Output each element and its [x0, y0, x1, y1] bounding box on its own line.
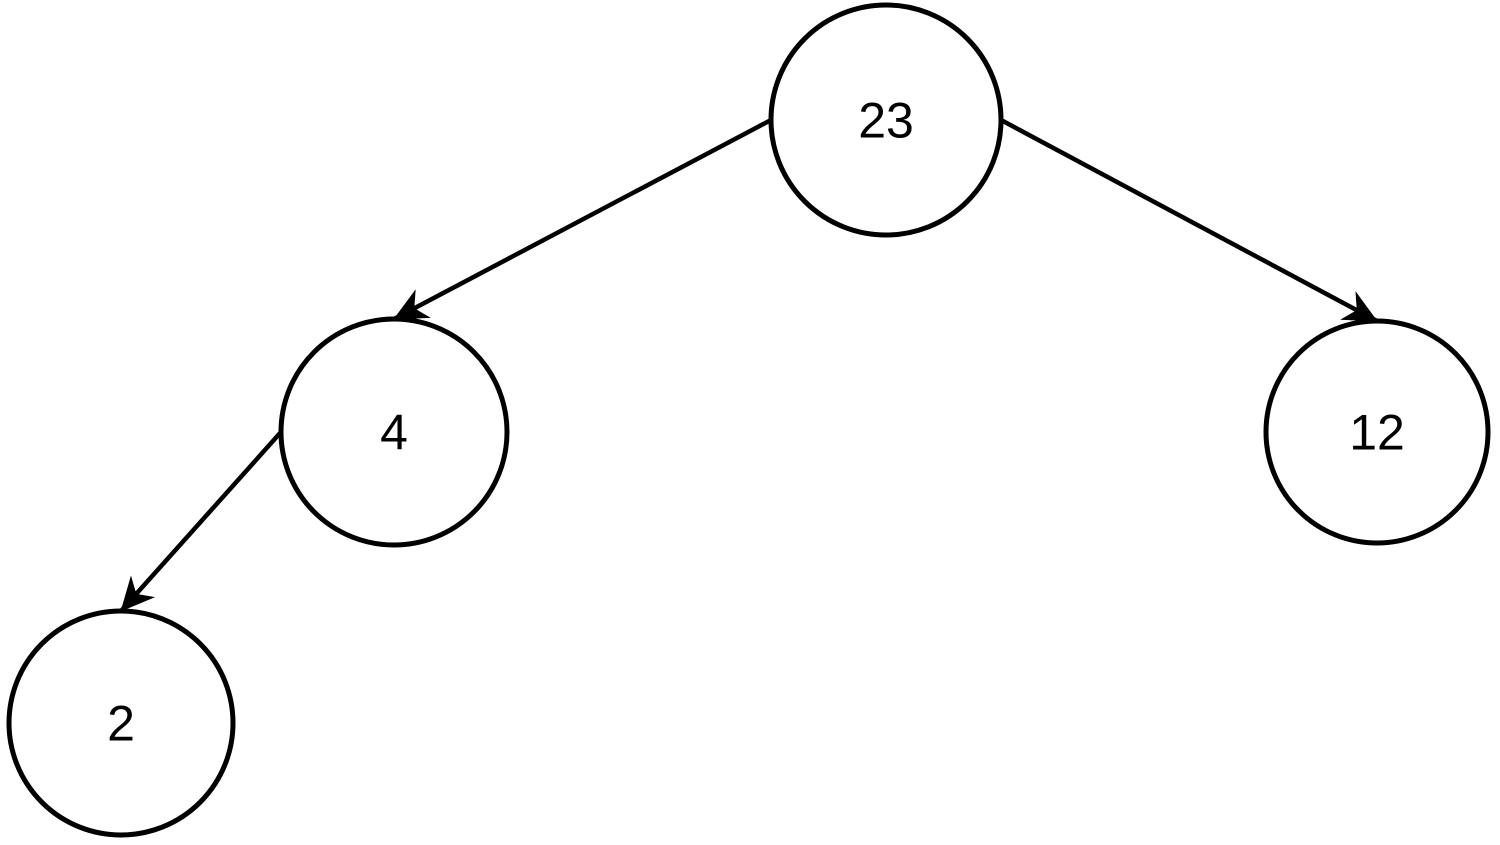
- tree-node-circle: [1263, 318, 1491, 546]
- tree-node-label: 2: [107, 696, 135, 752]
- tree-node-2: 2: [6, 608, 236, 838]
- tree-edge-23-to-12: [999, 118, 1379, 323]
- tree-node-label: 4: [380, 405, 408, 461]
- tree-edge-4-to-2: [119, 430, 283, 613]
- tree-node-circle: [6, 608, 236, 838]
- tree-node-12: 12: [1263, 318, 1491, 546]
- tree-node-circle: [278, 316, 510, 548]
- tree-node-circle: [768, 2, 1004, 238]
- tree-node-label: 12: [1349, 405, 1405, 461]
- tree-edge-23-to-4: [392, 118, 773, 321]
- nodes-layer: 23 4 12 2: [6, 2, 1491, 838]
- tree-node-label: 23: [858, 93, 914, 149]
- tree-node-4: 4: [278, 316, 510, 548]
- edges-layer: [119, 118, 1379, 613]
- tree-node-23: 23: [768, 2, 1004, 238]
